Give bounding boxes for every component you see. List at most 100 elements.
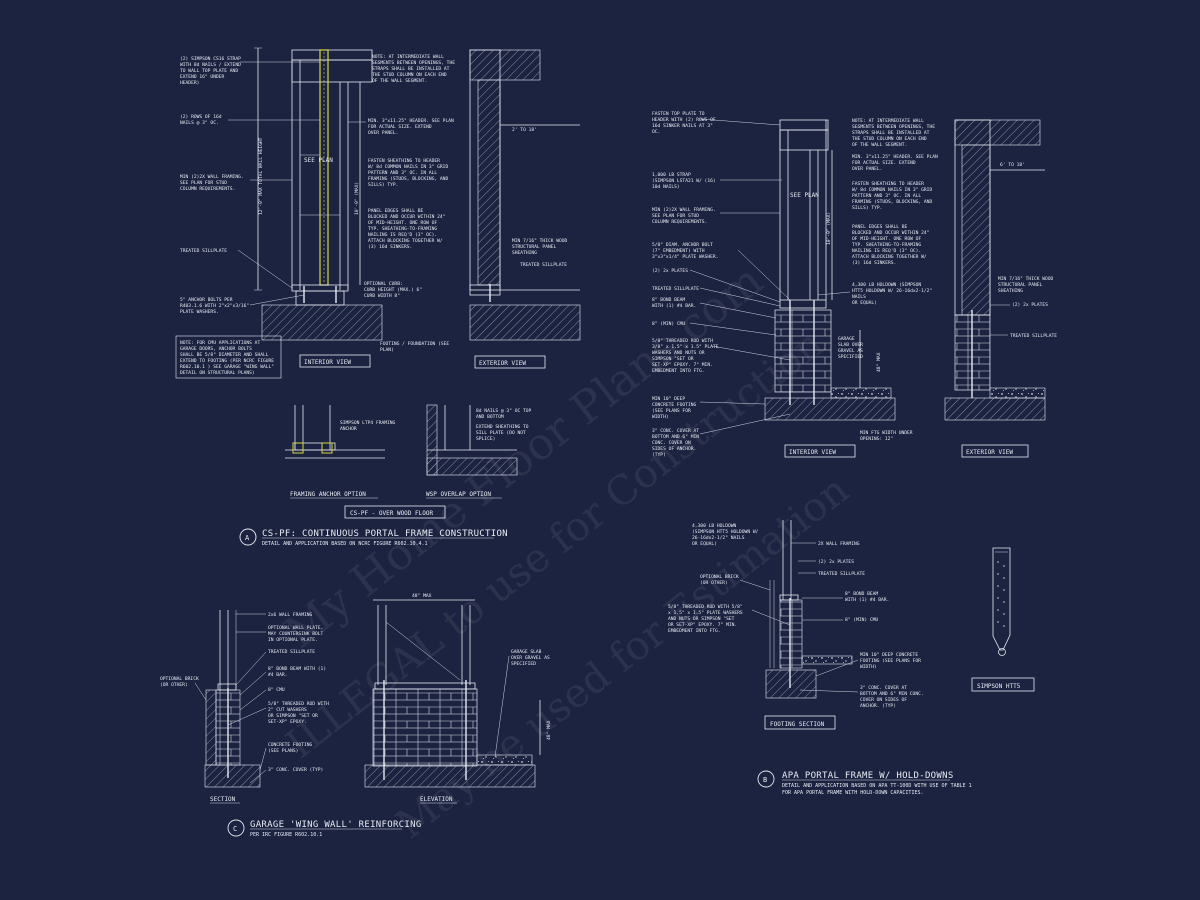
- c-rod-2: 2" CUT WASHERS: [268, 707, 307, 713]
- top-note-5: OF THE WALL SEGMENT.: [372, 78, 427, 84]
- see-plan-label: SEE PLAN: [304, 157, 333, 164]
- b-anchor-1: 5/8" DIAM. ANCHOR BOLT: [652, 242, 713, 248]
- c-bond-2: #4 BAR.: [268, 672, 287, 678]
- detail-b: SEE PLAN 10'-0" (MAX) 48" MAX INTERIOR V…: [652, 111, 1057, 796]
- watermark: My Home Floor Plans.com ILLEGAL to use f…: [275, 255, 857, 848]
- b-panel-7: (3) 16d SINKERS.: [852, 260, 896, 266]
- detail-b-wsp-3: SHEATHING: [998, 288, 1023, 294]
- detail-c-section: SECTION OPTIONAL BRICK (OR OTHER): [160, 610, 261, 804]
- anchor-note-1: 5" ANCHOR BOLTS PER: [180, 297, 233, 303]
- c-wall-plate-3: IN OPTIONAL PLATE.: [268, 637, 318, 643]
- b-holdown-4: OR EQUAL): [852, 300, 877, 306]
- detail-a-title-block: A CS-PF: CONTINUOUS PORTAL FRAME CONSTRU…: [239, 528, 508, 547]
- detail-b-subtitle-2: FOR APA PORTAL FRAME WITH HOLD-DOWN CAPA…: [782, 790, 923, 796]
- b-cover-2: BOTTOM AND 6" MIN: [652, 434, 699, 440]
- sheathing-note-2: W/ 8d COMMON NAILS IN 3" GRID: [368, 164, 448, 170]
- c-rod-1: 5/8" THREADED ROD WITH: [268, 701, 329, 707]
- dim-10ft: 10'-0" (MAX): [354, 182, 360, 215]
- b-footing-4: WIDTH): [652, 414, 669, 420]
- detail-b-left-notes: FASTEN TOP PLATE TO HEADER WITH (2) ROWS…: [652, 111, 791, 458]
- ltp4-note-2: ANCHOR: [340, 426, 357, 432]
- b-sheath-2: W/ 8d COMMON NAILS IN 3" GRID: [852, 187, 932, 193]
- b-rod-3: WASHERS AND NUTS OR: [652, 350, 705, 356]
- simpson-htt5-drawing: SIMPSON HTT5: [971, 547, 1035, 692]
- overlap-note-1: 8d NAILS @ 3" OC TOP: [476, 408, 532, 414]
- b-bond-1: 8" BOND BEAM: [652, 297, 685, 303]
- fs-rod-4: OR SET-XP" EPOXY. 7" MIN.: [668, 622, 737, 628]
- b-panel-2: BLOCKED AND OCCUR WITHIN 24": [852, 230, 929, 236]
- panel-note-6: ATTACH BLOCKING TOGETHER W/: [368, 238, 443, 244]
- framing-note-2: SEE PLAN FOR STUD: [180, 180, 227, 186]
- b-top-note-4: THE STUD COLUMN ON EACH END: [852, 136, 927, 142]
- framing-note-1: MIN (2)2X WALL FRAMING.: [180, 174, 244, 180]
- b-plates: (2) 2x PLATES: [652, 268, 688, 274]
- b-framing-2: SEE PLAN FOR STUD: [652, 213, 699, 219]
- b-header-3: OVER PANEL.: [852, 166, 882, 172]
- fs-sill: TREATED SILLPLATE: [818, 571, 865, 577]
- curb-note-3: CURB WIDTH 8": [364, 293, 400, 299]
- panel-note-2: BLOCKED AND OCCUR WITHIN 24": [368, 214, 445, 220]
- b-strap-2: (SIMPSON LSTA21 W/ (16): [652, 178, 716, 184]
- b-header-1: MIN. 3"x11.25" HEADER. SEE PLAN: [852, 154, 938, 160]
- b-anchor-3: 3"x3"x1/4" PLATE WASHER.: [652, 254, 718, 260]
- fs-rod-3: AND NUTS OR SIMPSON "SET: [668, 616, 735, 622]
- b-panel-4: TYP. SHEATHING-TO-FRAMING: [852, 242, 921, 248]
- detail-b-interior-view-label: INTERIOR VIEW: [789, 449, 836, 456]
- panel-note-7: (3) 16d SINKERS.: [368, 244, 412, 250]
- b-footing-1: MIN 10" DEEP: [652, 396, 685, 402]
- b-header-2: FOR ACTUAL SIZE. EXTEND: [852, 160, 916, 166]
- cmu-note-5: R602.10.1 ) SEE GARAGE "WING WALL": [180, 364, 274, 370]
- b-slab-4: SPECIFIED: [838, 354, 863, 360]
- footing-note-1: FOOTING / FOUNDATION (SEE: [380, 341, 449, 347]
- fs-framing: 2X WALL FRAMING: [818, 541, 860, 547]
- curb-note-2: CURB HEIGHT (MAX.) 6": [364, 287, 422, 293]
- b-sheath-1: FASTEN SHEATHING TO HEADER: [852, 181, 924, 187]
- b-fasten-3: 16d SINKER NAILS AT 3": [652, 123, 713, 129]
- anchor-note-2: R403.1.6 WITH 2"x2"x3/16": [180, 303, 249, 309]
- c-brick-1: OPTIONAL BRICK: [160, 676, 199, 682]
- fs-holdown-1: 4,300 LB HOLDOWN: [692, 523, 736, 529]
- sheathing-note-5: SILLS) TYP.: [368, 182, 398, 188]
- top-note-3: STRAPS SHALL BE INSTALLED AT: [372, 66, 450, 72]
- c-rod-3: OR SIMPSON "SET OR: [268, 713, 318, 719]
- detail-b-exterior-view-label: EXTERIOR VIEW: [966, 449, 1013, 456]
- cs16-note-3: TO WALL TOP PLATE AND: [180, 68, 238, 74]
- c-bond-1: 8" BOND BEAM WITH (1): [268, 666, 326, 672]
- b-cover-5: (TYP): [652, 452, 666, 458]
- b-anchor-2: (7" EMBEDMENT) WITH: [652, 248, 705, 254]
- dim-total-wall-height: 12'-0" MAX TOTAL WALL HEIGHT: [258, 137, 264, 215]
- detail-b-dim-10: 10'-0" (MAX): [826, 212, 832, 245]
- c-dim-48: 48" MAX: [412, 593, 432, 599]
- dim-2-to-18: 2' TO 18': [512, 127, 537, 133]
- detail-b-dim-48: 48" MAX: [876, 352, 882, 372]
- detail-c-marker: C: [233, 825, 237, 833]
- fs-rod-1: 5/8" THREADED ROD WITH 5/8": [668, 604, 743, 610]
- detail-b-plates2: (2) 2x PLATES: [1012, 302, 1048, 308]
- b-rod-4: SIMPSON "SET OR: [652, 356, 694, 362]
- fs-plates: (2) 2x PLATES: [818, 559, 854, 565]
- detail-a-left-notes: (2) SIMPSON CS16 STRAP WITH 8d NAILS / E…: [175, 56, 320, 379]
- detail-a-exterior-framing: 2' TO 18' EXTERIOR VIEW: [469, 49, 581, 369]
- detail-c-subtitle: PER IRC FIGURE R602.10.1: [250, 832, 322, 838]
- detail-a: SEE PLAN 12'-0" MAX TOTAL WALL HEIGHT 10…: [175, 47, 581, 547]
- fs-bond-1: 8" BOND BEAM: [845, 591, 878, 597]
- b-framing-1: MIN (2)2X WALL FRAMING.: [652, 207, 716, 213]
- b-top-note-5: OF THE WALL SEGMENT.: [852, 142, 907, 148]
- detail-b-title-block: B APA PORTAL FRAME W/ HOLD-DOWNS DETAIL …: [757, 770, 972, 796]
- detail-b-see-plan: SEE PLAN: [790, 192, 819, 199]
- top-note-2: SEGMENTS BETWEEN OPENINGS, THE: [372, 60, 455, 66]
- detail-b-footing-section: 4,300 LB HOLDOWN (SIMPSON HTT5 HOLDOWN W…: [668, 520, 924, 730]
- detail-b-marker: B: [763, 776, 767, 784]
- section-label: SECTION: [210, 796, 236, 803]
- detail-a-title: CS-PF: CONTINUOUS PORTAL FRAME CONSTRUCT…: [262, 529, 508, 539]
- elevation-label: ELEVATION: [420, 796, 453, 803]
- b-panel-3: OF MID-HEIGHT. ONE ROW OF: [852, 236, 921, 242]
- fs-cmu: 8" (MIN) CMU: [845, 617, 878, 623]
- framing-note-3: COLUMN REQUIREMENTS.: [180, 186, 235, 192]
- fs-cover-2: BOTTOM AND 6" MIN CONC.: [860, 691, 924, 697]
- cmu-note-1: NOTE: FOR CMU APPLICATIONS AT: [180, 340, 260, 346]
- b-panel-6: ATTACH BLOCKING TOGETHER W/: [852, 254, 927, 260]
- b-sheath-4: FRAMING (STUDS, BLOCKING, AND: [852, 199, 932, 205]
- c-slab-2: OVER GRAVEL AS: [511, 655, 550, 661]
- detail-c-notes: 2x6 WALL FRAMING OPTIONAL WALL PLATE, MA…: [227, 612, 329, 784]
